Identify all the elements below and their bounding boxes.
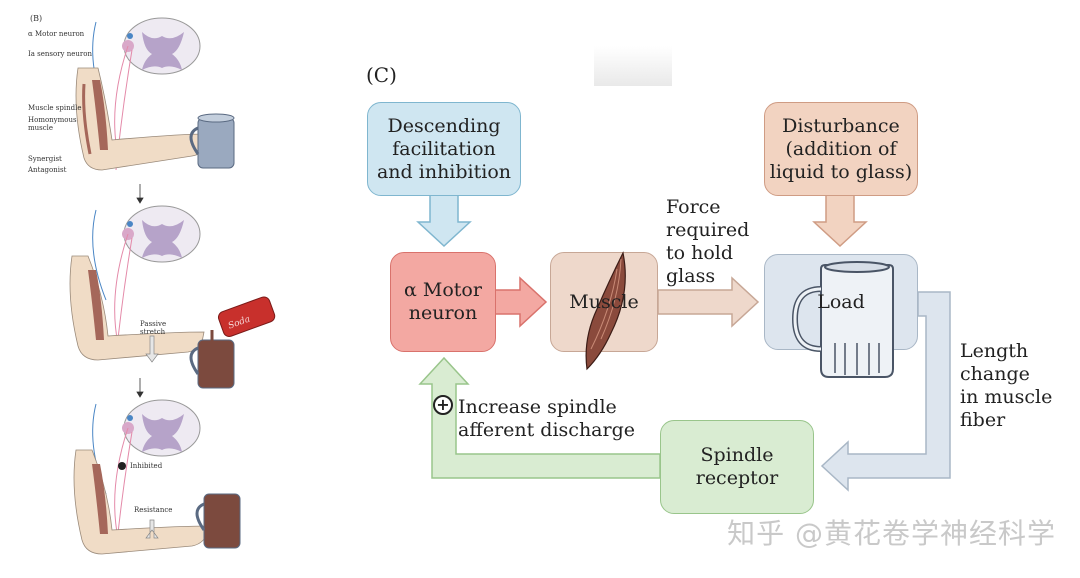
descending-facilitation-box: Descending facilitation and inhibition xyxy=(367,102,521,196)
arrow-load-to-spindle xyxy=(820,291,951,492)
arrow-muscle-to-load xyxy=(657,276,760,328)
muscle-label: Muscle xyxy=(569,290,639,313)
length-change-label: Length change in muscle fiber xyxy=(960,340,1052,432)
arrow-spindle-to-motor xyxy=(418,356,661,479)
disturbance-line-1: Disturbance xyxy=(782,114,900,137)
panel-c: (C) Descending facilitation and inhibiti… xyxy=(340,0,1080,578)
panel-c-arrows xyxy=(416,46,951,492)
label-homonymous-1: Homonymous xyxy=(28,116,77,124)
force-label: Force required to hold glass xyxy=(666,196,749,288)
mug-icon xyxy=(791,261,894,378)
label-ia-sensory-neuron: Ia sensory neuron xyxy=(28,50,92,58)
top-smudge xyxy=(594,46,672,86)
panel-b-label: (B) xyxy=(30,14,43,23)
muscle-icon xyxy=(585,251,626,371)
label-passive-1: Passive xyxy=(140,320,167,328)
spinal-cord-top xyxy=(122,17,201,75)
increase-line-1: Increase spindle xyxy=(458,396,617,418)
spindle-line-2: receptor xyxy=(695,467,779,489)
muscle-box: Muscle xyxy=(550,251,658,371)
arm-bottom xyxy=(73,449,241,555)
arrow-motor-to-muscle xyxy=(493,276,548,328)
down-arrow-1 xyxy=(136,184,144,204)
label-inhibited: Inhibited xyxy=(130,462,163,470)
label-synergist: Synergist xyxy=(28,155,62,163)
length-line-3: in muscle xyxy=(960,386,1053,408)
increase-line-2: afferent discharge xyxy=(458,419,635,441)
spindle-line-1: Spindle xyxy=(700,444,774,466)
spinal-cord-middle xyxy=(122,205,201,263)
motor-line-1: α Motor xyxy=(404,279,482,301)
label-alpha-motor-neuron: α Motor neuron xyxy=(28,30,85,38)
length-line-1: Length xyxy=(960,340,1029,362)
label-resistance: Resistance xyxy=(134,506,173,514)
label-homonymous-2: muscle xyxy=(28,124,54,132)
spinal-cord-bottom xyxy=(122,399,201,457)
force-line-1: Force xyxy=(666,196,721,218)
watermark: 知乎 @黄花卷学神经科学 xyxy=(727,517,1056,550)
descending-line-2: facilitation xyxy=(392,137,496,160)
arrow-descending-down xyxy=(416,194,472,248)
down-arrow-2 xyxy=(136,378,144,398)
motor-line-2: neuron xyxy=(408,302,478,324)
panel-b: (B) xyxy=(0,0,290,578)
panel-c-label: (C) xyxy=(366,63,397,87)
force-line-3: to hold xyxy=(666,242,734,264)
load-label: Load xyxy=(817,290,865,313)
label-muscle-spindle: Muscle spindle xyxy=(28,104,82,112)
arrow-disturbance-down xyxy=(812,194,868,248)
disturbance-line-2: (addition of xyxy=(785,137,897,160)
spindle-receptor-box: Spindle receptor xyxy=(660,420,814,514)
descending-line-1: Descending xyxy=(387,114,501,137)
disturbance-line-3: liquid to glass) xyxy=(769,160,913,183)
label-passive-2: stretch xyxy=(140,328,166,336)
force-line-2: required xyxy=(666,219,750,241)
arm-middle xyxy=(69,255,276,389)
length-line-2: change xyxy=(960,363,1030,385)
alpha-motor-neuron-box: α Motor neuron xyxy=(390,252,496,352)
descending-line-3: and inhibition xyxy=(376,160,512,183)
load-box: Load xyxy=(764,254,918,378)
disturbance-box: Disturbance (addition of liquid to glass… xyxy=(764,102,918,196)
force-line-4: glass xyxy=(666,265,716,287)
plus-sign-icon: + xyxy=(433,395,453,415)
label-antagonist: Antagonist xyxy=(28,166,67,174)
arm-top xyxy=(75,67,235,171)
length-line-4: fiber xyxy=(960,409,1006,431)
increase-spindle-label: Increase spindle afferent discharge xyxy=(458,396,635,442)
panel-b-illustration xyxy=(69,17,276,555)
